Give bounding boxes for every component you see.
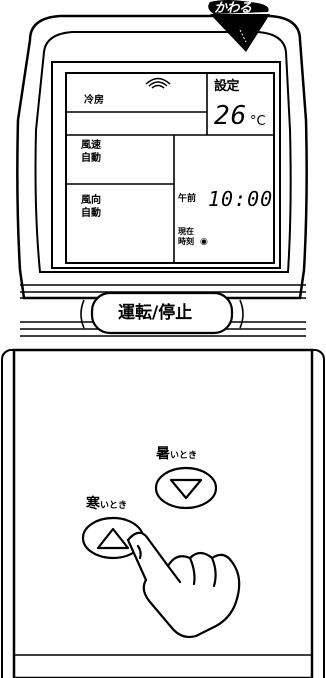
lcd-fan-direction-label: 風向 bbox=[81, 195, 101, 206]
cooler-caption: 寒いとき bbox=[86, 495, 127, 511]
lcd-fan-direction-value: 自動 bbox=[81, 208, 101, 219]
warmer-caption-kana: いとき bbox=[170, 451, 198, 461]
lcd-time: 10:00 bbox=[208, 187, 274, 211]
lcd-setpoint-label: 設定 bbox=[214, 79, 240, 94]
lcd-current-time-label-2: 時刻 bbox=[178, 237, 194, 246]
lcd-fan-speed-label: 風速 bbox=[81, 140, 101, 151]
lcd-fan-speed-value: 自動 bbox=[81, 153, 101, 164]
warmer-caption: 暑いとき bbox=[156, 445, 197, 461]
cooler-button[interactable] bbox=[83, 518, 143, 558]
power-button[interactable] bbox=[92, 293, 232, 333]
change-callout-icon bbox=[208, 0, 270, 52]
signal-icon bbox=[145, 77, 171, 89]
pointing-hand-icon bbox=[126, 531, 241, 639]
down-triangle-icon bbox=[154, 466, 218, 510]
lcd-temperature-unit: °C bbox=[250, 114, 266, 129]
cooler-caption-kanji: 寒 bbox=[86, 496, 100, 512]
lcd-temperature: 26 bbox=[214, 101, 248, 131]
warmer-button[interactable] bbox=[156, 468, 216, 508]
callout-label: かわる bbox=[214, 1, 252, 16]
lcd-mode: 冷房 bbox=[84, 95, 104, 106]
clock-icon: ◉ bbox=[200, 237, 208, 247]
cooler-caption-kana: いとき bbox=[100, 501, 128, 511]
lcd-ampm: 午前 bbox=[178, 194, 197, 204]
lcd-current-time-label-1: 現在 bbox=[178, 227, 194, 236]
warmer-caption-kanji: 暑 bbox=[156, 446, 170, 462]
power-button-label: 運転/停止 bbox=[118, 303, 193, 323]
